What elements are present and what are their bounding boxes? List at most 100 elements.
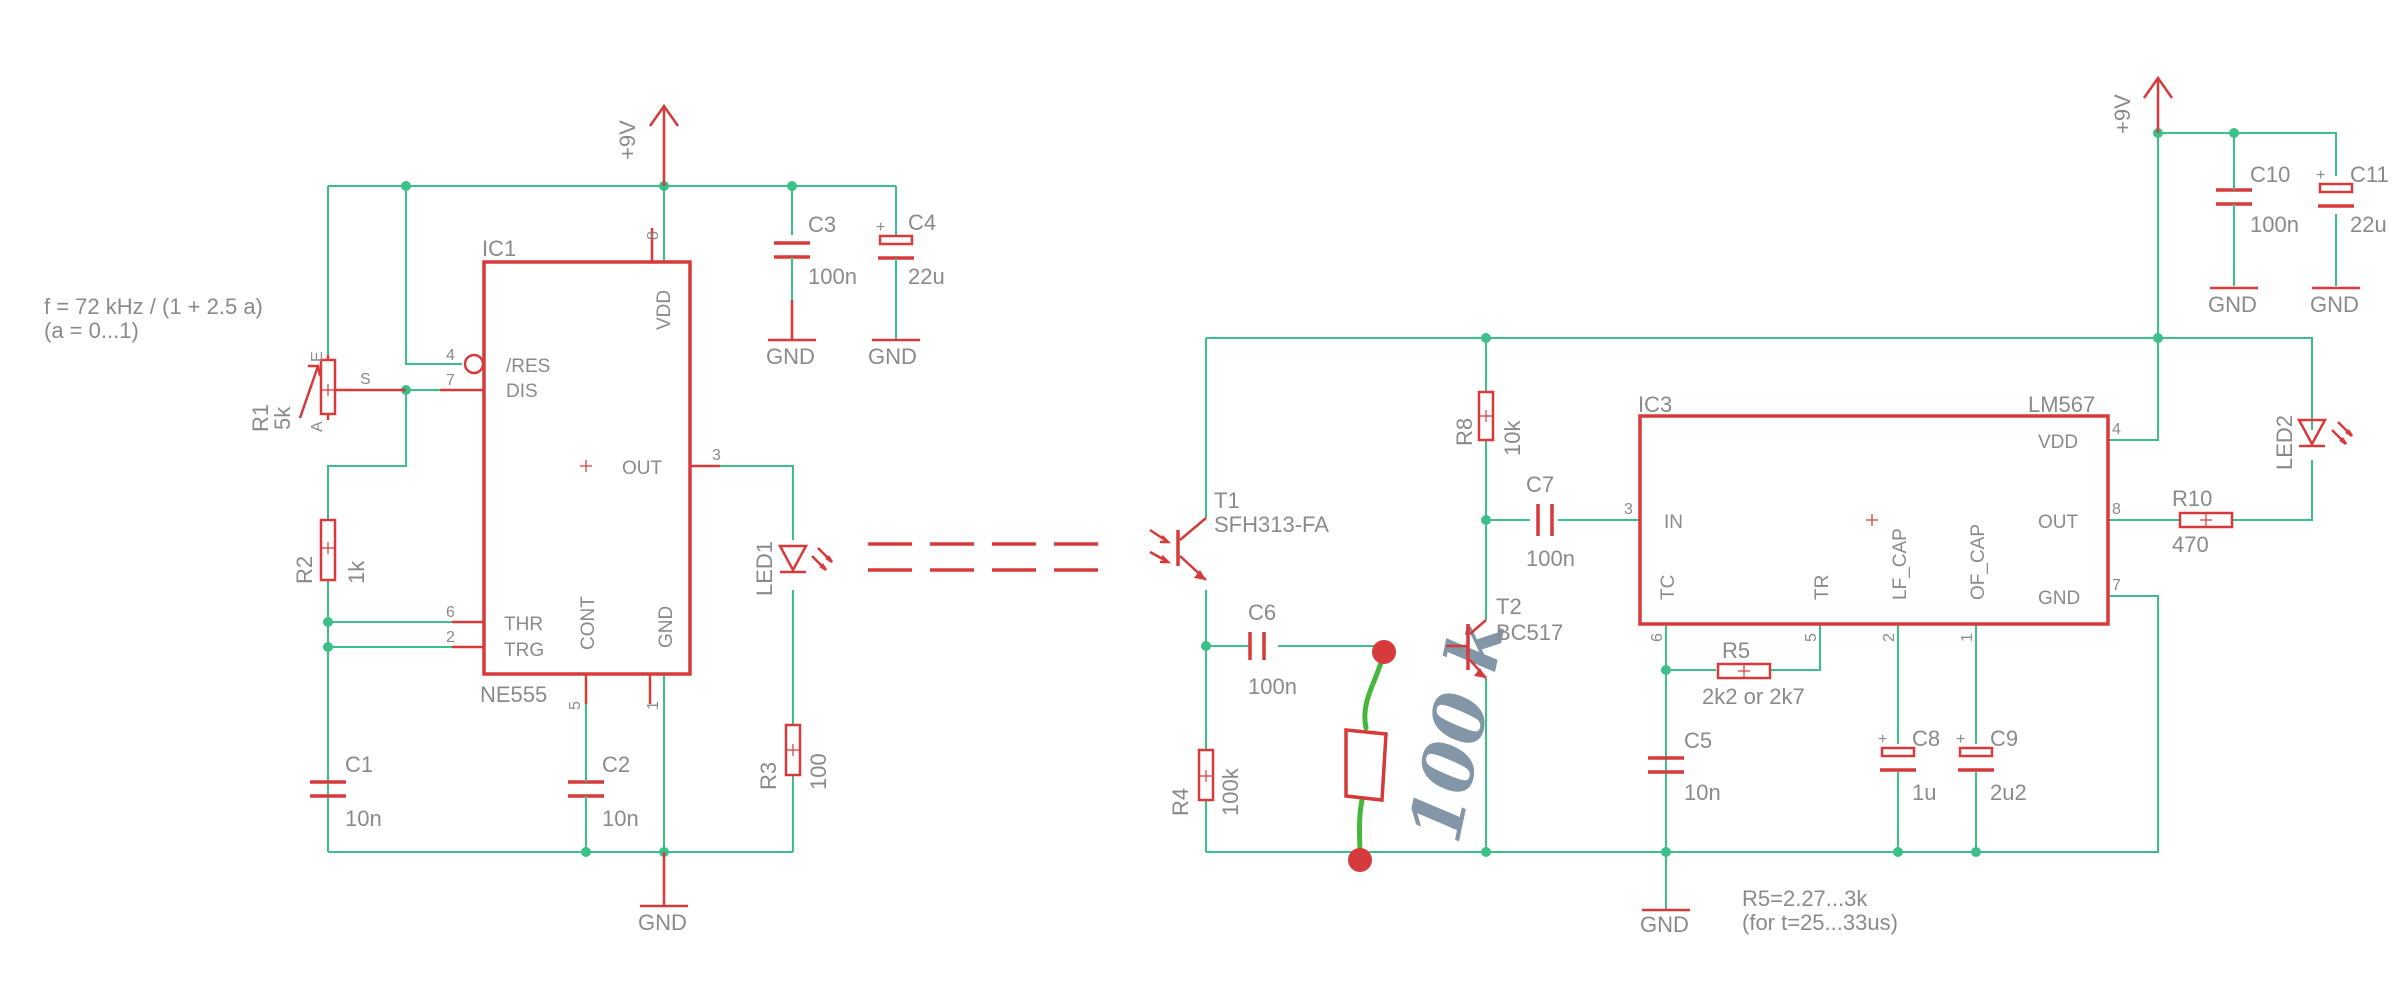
t1-type: SFH313-FA: [1214, 512, 1329, 537]
handwritten-wire: [1357, 649, 1387, 861]
c7-capacitor: C7 100n: [1526, 472, 1575, 571]
gnd-left-bottom: GND: [638, 852, 688, 935]
c10-capacitor: C10 100n: [2216, 162, 2299, 237]
led2-name: LED2: [2272, 415, 2297, 470]
ic3-pin-out: OUT: [2038, 512, 2079, 533]
ic3-lm567: IC3 LM567 IN VDD OUT GND TC TR LF_CAP OF…: [1624, 392, 2121, 642]
ic1-pinnum-2: 2: [446, 629, 455, 646]
r5-name: R5: [1722, 638, 1750, 663]
svg-text:+: +: [876, 219, 885, 236]
c1-value: 10n: [345, 806, 382, 831]
c4-value: 22u: [908, 264, 945, 289]
r10-value: 470: [2172, 532, 2209, 557]
ic1-name: IC1: [482, 236, 516, 261]
frequency-note: f = 72 kHz / (1 + 2.5 a) (a = 0...1): [44, 294, 263, 343]
r10-resistor: R10 470: [2172, 486, 2234, 557]
r8-name: R8: [1452, 418, 1477, 446]
led1-name: LED1: [752, 541, 777, 596]
r8-value: 10k: [1500, 420, 1525, 456]
gnd-right-bottom-label: GND: [1640, 912, 1689, 937]
ic1-pinnum-7: 7: [446, 372, 455, 389]
svg-text:+: +: [2316, 167, 2325, 184]
r5-value: 2k2 or 2k7: [1702, 684, 1805, 709]
ic3-pinnum-7: 7: [2112, 577, 2121, 594]
r1-value: 5k: [270, 406, 295, 430]
led2-diode: LED2: [2272, 415, 2354, 470]
c9-name: C9: [1990, 726, 2018, 751]
c10-value: 100n: [2250, 212, 2299, 237]
t2-type: BC517: [1496, 620, 1563, 645]
gnd-left-bottom-label: GND: [638, 910, 687, 935]
c3-capacitor: C3 100n: [774, 212, 857, 340]
ic3-pin-lf: LF_CAP: [1890, 528, 1911, 600]
frequency-note-line2: (a = 0...1): [44, 318, 139, 343]
c9-electrolytic-capacitor: + C9 2u2: [1956, 726, 2027, 805]
ic1-pin-cont: CONT: [578, 596, 599, 650]
ic3-name: IC3: [1638, 392, 1672, 417]
gnd-c10-label: GND: [2208, 292, 2257, 317]
c8-electrolytic-capacitor: + C8 1u: [1878, 726, 1940, 805]
ic1-pin-gnd: GND: [656, 606, 677, 648]
ic1-ne555: IC1 NE555 /RES DIS OUT THR TRG VDD CONT …: [440, 228, 721, 710]
c2-name: C2: [602, 752, 630, 777]
ic1-pin-out: OUT: [622, 458, 663, 479]
c6-name: C6: [1248, 600, 1276, 625]
wires-right: [1205, 132, 2337, 910]
r1-pin-e: E: [309, 351, 326, 362]
t2-transistor: T2 BC517: [1446, 594, 1563, 679]
r3-value: 100: [806, 753, 831, 790]
ic3-pin-gnd: GND: [2038, 588, 2080, 609]
c7-value: 100n: [1526, 546, 1575, 571]
ic1-pinnum-4: 4: [446, 347, 455, 364]
r4-value: 100k: [1218, 767, 1243, 816]
t1-name: T1: [1214, 488, 1240, 513]
ic3-pinnum-6: 6: [1649, 633, 1666, 642]
ne555-transmitter-circuit: +9V IC1 NE555 /RES DIS OUT THR TRG VDD C…: [44, 103, 945, 935]
r3-resistor: R3 100: [756, 723, 831, 790]
c7-name: C7: [1526, 472, 1554, 497]
ic1-pin-trg: TRG: [504, 640, 544, 661]
c11-name: C11: [2350, 162, 2389, 187]
ic1-pinnum-1: 1: [645, 701, 662, 710]
r2-value: 1k: [344, 560, 369, 584]
r5-note: R5=2.27...3k (for t=25...33us): [1742, 886, 1898, 935]
ic3-pinnum-2: 2: [1881, 633, 1898, 642]
junctions-left: [323, 181, 797, 857]
c4-name: C4: [908, 210, 936, 235]
r3-name: R3: [756, 762, 781, 790]
c2-capacitor: C2 10n: [568, 752, 639, 831]
c5-name: C5: [1684, 728, 1712, 753]
c5-capacitor: C5 10n: [1648, 728, 1721, 805]
supply-9v-left-label: +9V: [615, 120, 640, 160]
r5-note-line1: R5=2.27...3k: [1742, 886, 1868, 911]
r4-name: R4: [1168, 788, 1193, 816]
c11-value: 22u: [2350, 212, 2387, 237]
r8-resistor: R8 10k: [1452, 390, 1525, 456]
ic3-type: LM567: [2028, 392, 2095, 417]
gnd-c10: GND: [2208, 286, 2258, 317]
c6-capacitor: C6 100n: [1248, 600, 1297, 699]
ic1-pin-thr: THR: [504, 614, 543, 635]
r1-name: R1: [248, 404, 273, 432]
ic1-pinnum-6: 6: [446, 604, 455, 621]
r4-resistor: R4 100k: [1168, 748, 1243, 816]
gnd-c11-label: GND: [2310, 292, 2359, 317]
r2-name: R2: [292, 556, 317, 584]
c10-name: C10: [2250, 162, 2290, 187]
ic3-pin-tr: TR: [1812, 575, 1833, 600]
led1-diode: LED1: [752, 541, 834, 596]
ic3-pin-tc: TC: [1658, 575, 1679, 600]
ic3-pinnum-1: 1: [1959, 633, 1976, 642]
svg-text:+: +: [1956, 731, 1965, 748]
ic3-pin-in: IN: [1664, 512, 1683, 533]
c2-value: 10n: [602, 806, 639, 831]
gnd-right-bottom: GND: [1640, 908, 1690, 937]
c8-name: C8: [1912, 726, 1940, 751]
supply-9v-right-label: +9V: [2110, 94, 2135, 134]
gnd-c11: GND: [2310, 286, 2360, 317]
r1-potentiometer: E S A R1 5k: [248, 351, 406, 432]
c3-name: C3: [808, 212, 836, 237]
gnd-c3: GND: [766, 300, 816, 369]
supply-9v-left: +9V: [615, 103, 680, 186]
